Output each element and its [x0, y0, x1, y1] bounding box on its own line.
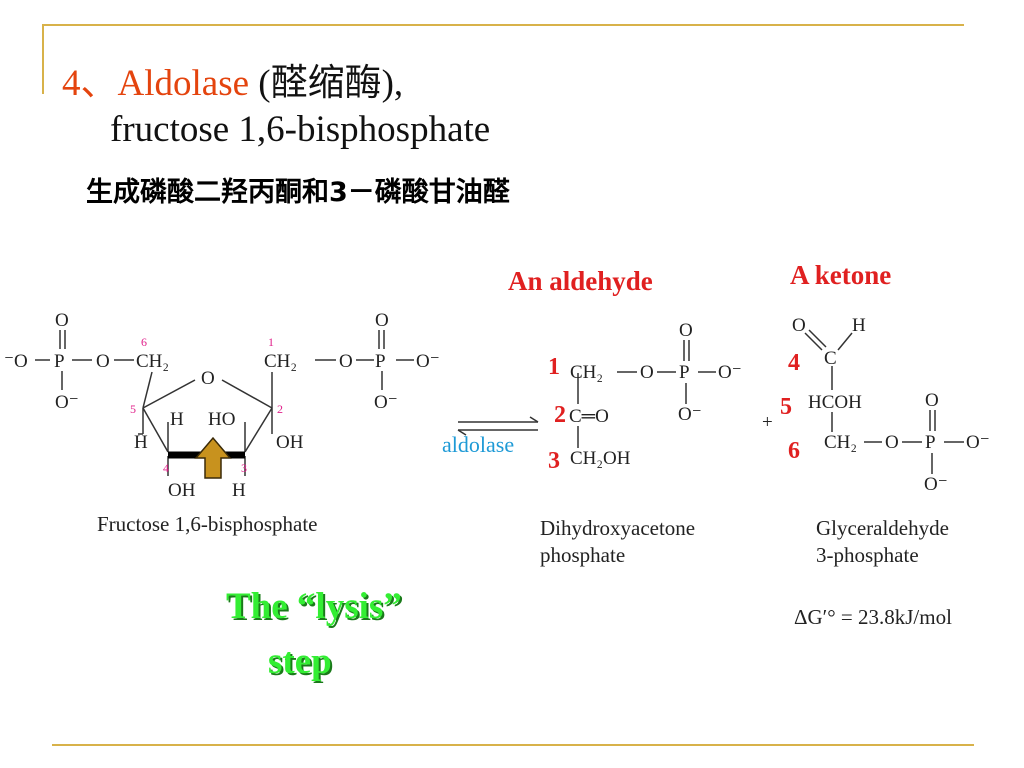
f-pos-2: 2 — [277, 402, 283, 416]
dhap-c1: CH₂ — [570, 362, 603, 383]
f-oh-c2: OH — [276, 432, 304, 453]
title-rest: (醛缩酶), — [249, 63, 404, 104]
g3p-caption-2: 3-phosphate — [816, 543, 919, 567]
g3p-h-ald: H — [852, 315, 866, 336]
f-left-p: P — [54, 351, 65, 372]
f-h-c3-down: H — [232, 480, 246, 501]
g3p-o-top: O — [925, 390, 939, 411]
f-pos-6: 6 — [141, 335, 147, 349]
subtitle-cn: 生成磷酸二羟丙酮和3－磷酸甘油醛 — [86, 177, 510, 208]
slide-title: 4、Aldolase (醛缩酶), — [62, 52, 403, 106]
f-right-o-top: O — [375, 310, 389, 331]
g3p-c3: CH₂ — [824, 432, 857, 453]
g3p-o-ald: O — [792, 315, 806, 336]
f-h-c5: H — [134, 432, 148, 453]
f-pos-5: 5 — [130, 402, 136, 416]
dhap-o-minus: O⁻ — [718, 362, 742, 383]
f-ho-c3-up: HO — [208, 409, 235, 430]
f-c1: CH₂ — [264, 351, 297, 372]
dhap-caption-1: Dihydroxyacetone — [540, 516, 695, 540]
dhap-caption-2: phosphate — [540, 543, 625, 567]
lysis-label-line2: step — [268, 641, 332, 682]
g3p-c1: C — [824, 348, 837, 369]
g3p-p: P — [925, 432, 936, 453]
f-left-o-minus: ⁻O — [4, 351, 28, 372]
dhap-num-1: 1 — [548, 354, 560, 380]
dhap-c3: CH₂OH — [570, 448, 631, 469]
f-ring-o: O — [201, 368, 215, 389]
f-right-o-minus: O⁻ — [416, 351, 440, 372]
label-ketone: A ketone — [790, 260, 892, 290]
g3p-o-bottom: O⁻ — [924, 474, 948, 495]
g3p-num-4: 4 — [788, 350, 800, 376]
f-left-o-top: O — [55, 310, 69, 331]
title-enzyme: Aldolase — [117, 63, 250, 104]
f-c6: CH₂ — [136, 351, 169, 372]
g3p-o-minus: O⁻ — [966, 432, 990, 453]
aldolase-label: aldolase — [442, 432, 514, 457]
g3p-o-bridge: O — [885, 432, 899, 453]
f-right-o-bottom: O⁻ — [374, 392, 398, 413]
g3p-num-5: 5 — [780, 394, 792, 420]
left-rule — [42, 24, 44, 94]
dhap-c2: C═O — [569, 406, 609, 427]
delta-g: ΔG′° = 23.8kJ/mol — [794, 605, 952, 629]
f-pos-1: 1 — [268, 335, 274, 349]
f-right-p: P — [375, 351, 386, 372]
lysis-label-line1: The “lysis” — [226, 586, 402, 627]
dhap-p: P — [679, 362, 690, 383]
title-substrate: fructose 1,6-bisphosphate — [110, 109, 491, 150]
g3p-c2: HCOH — [808, 392, 862, 413]
fructose-caption: Fructose 1,6-bisphosphate — [97, 512, 317, 536]
cleavage-arrow-icon — [194, 436, 232, 479]
f-h-c4-up: H — [170, 409, 184, 430]
label-aldehyde: An aldehyde — [508, 266, 653, 296]
f-left-o-bridge: O — [96, 351, 110, 372]
plus-sign: + — [762, 412, 773, 433]
dhap-o-top: O — [679, 320, 693, 341]
g3p-caption-1: Glyceraldehyde — [816, 516, 949, 540]
f-pos-4: 4 — [163, 461, 169, 475]
bottom-rule — [52, 744, 974, 746]
dhap-o-bridge: O — [640, 362, 654, 383]
dhap-num-3: 3 — [548, 448, 560, 474]
dhap-o-bottom: O⁻ — [678, 404, 702, 425]
dhap-num-2: 2 — [554, 402, 566, 428]
title-number: 4、 — [62, 63, 118, 104]
f-left-o-bottom: O⁻ — [55, 392, 79, 413]
f-oh-c4-down: OH — [168, 480, 196, 501]
f-pos-3: 3 — [241, 461, 247, 475]
g3p-num-6: 6 — [788, 438, 800, 464]
top-rule — [42, 24, 964, 26]
f-right-o-bridge: O — [339, 351, 353, 372]
